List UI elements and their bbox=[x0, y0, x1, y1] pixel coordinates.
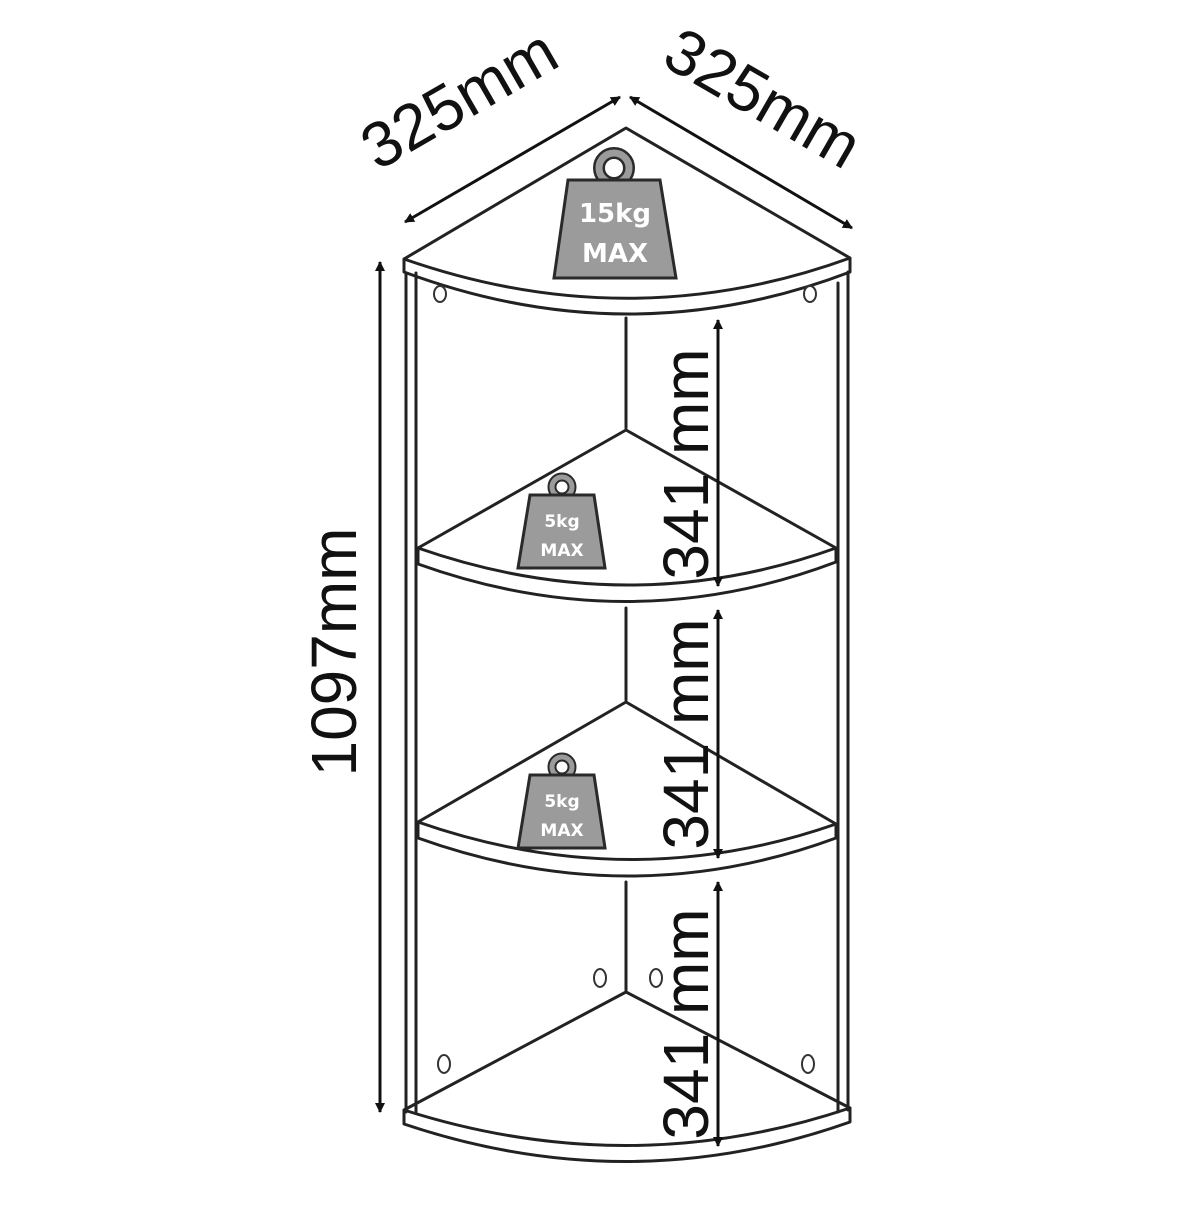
weight-value-shelf-1: 5kg bbox=[544, 512, 579, 532]
dimension-gap-bottom: 341 mm bbox=[650, 881, 723, 1147]
gap-bottom-label: 341 mm bbox=[650, 908, 722, 1139]
weight-max-shelf-1: MAX bbox=[540, 541, 583, 561]
width-right-label: 325mm bbox=[653, 13, 874, 182]
weight-icon-shelf-2: 5kg MAX bbox=[516, 752, 607, 850]
mounting-hole bbox=[593, 968, 607, 988]
weight-value-shelf-2: 5kg bbox=[544, 792, 579, 812]
bottom-board bbox=[402, 990, 852, 1163]
dimension-gap-top: 341 mm bbox=[650, 319, 723, 587]
mounting-hole bbox=[433, 285, 447, 303]
weight-icon-shelf-1: 5kg MAX bbox=[516, 472, 607, 570]
mounting-hole bbox=[649, 968, 663, 988]
width-left-label: 325mm bbox=[349, 14, 570, 183]
total-height-label: 1097mm bbox=[298, 528, 370, 777]
dimension-width-right: 325mm bbox=[629, 13, 874, 230]
weight-max-top: MAX bbox=[582, 239, 648, 269]
dimension-total-height: 1097mm bbox=[298, 261, 385, 1113]
mounting-hole bbox=[437, 1054, 451, 1074]
weight-value-top: 15kg bbox=[579, 199, 651, 229]
top-board bbox=[402, 126, 852, 316]
shelf-1 bbox=[416, 428, 838, 603]
mounting-hole bbox=[803, 285, 817, 303]
gap-top-label: 341 mm bbox=[650, 348, 722, 579]
weight-icon-top: 15kg MAX bbox=[552, 147, 678, 280]
shelf-2 bbox=[416, 700, 838, 878]
shelf-unit bbox=[402, 126, 852, 1163]
gap-middle-label: 341 mm bbox=[650, 618, 722, 849]
weight-max-shelf-2: MAX bbox=[540, 821, 583, 841]
mounting-hole bbox=[801, 1054, 815, 1074]
dimension-gap-middle: 341 mm bbox=[650, 609, 723, 859]
